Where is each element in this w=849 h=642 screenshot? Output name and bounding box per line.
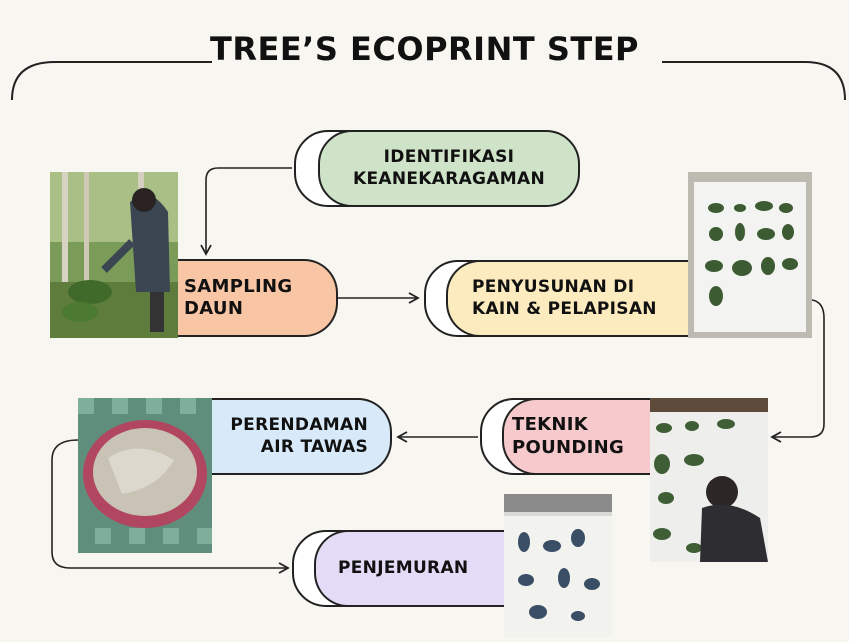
step-penjemuran: PENJEMURAN	[314, 530, 506, 607]
step-sampling-label: SAMPLING DAUN	[184, 275, 293, 320]
step-teknik: TEKNIK POUNDING	[502, 398, 652, 475]
frame-line	[662, 61, 846, 101]
step-perendaman-label: PERENDAMAN AIR TAWAS	[230, 415, 368, 457]
arrow-perendaman-to-penjemuran	[51, 439, 290, 574]
step-penyusunan-label: PENYUSUNAN DI KAIN & PELAPISAN	[472, 277, 657, 319]
step-penjemuran-label: PENJEMURAN	[338, 557, 469, 578]
photo-sampling	[50, 172, 178, 338]
photo-perendaman	[78, 398, 212, 553]
step-identifikasi: IDENTIFIKASI KEANEKARAGAMAN	[318, 130, 580, 207]
step-sampling: SAMPLING DAUN	[178, 259, 338, 337]
step-teknik-label: TEKNIK POUNDING	[512, 414, 625, 458]
photo-penjemuran	[504, 494, 612, 638]
photo-penyusunan	[688, 172, 812, 338]
step-penyusunan: PENYUSUNAN DI KAIN & PELAPISAN	[446, 260, 690, 337]
arrow-penyusunan-to-teknik	[770, 299, 825, 443]
page-title: TREE’S ECOPRINT STEP	[209, 30, 639, 68]
arrow-identifikasi-to-sampling	[200, 167, 292, 256]
photo-teknik	[650, 398, 768, 562]
step-identifikasi-label: IDENTIFIKASI KEANEKARAGAMAN	[353, 147, 545, 189]
frame-line	[11, 61, 212, 101]
step-perendaman: PERENDAMAN AIR TAWAS	[212, 398, 392, 475]
